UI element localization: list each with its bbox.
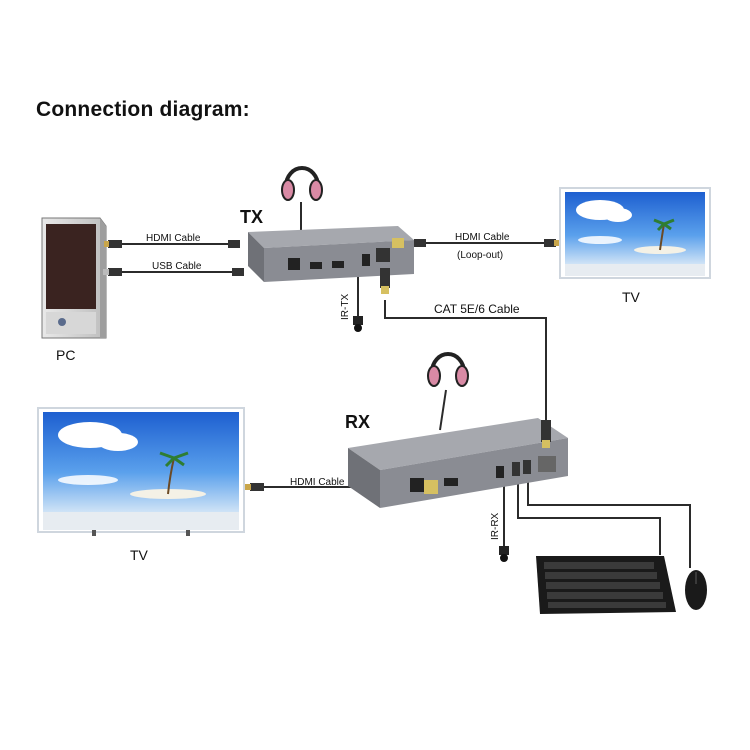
ir-rx-sensor xyxy=(499,546,509,562)
keyboard-usb-cable xyxy=(517,478,661,555)
pc-tower xyxy=(41,217,107,339)
tx-headphones-icon xyxy=(281,166,323,201)
cat-cable xyxy=(384,300,547,420)
tv-left xyxy=(37,407,245,536)
rx-label: RX xyxy=(345,412,370,432)
tx-extender xyxy=(248,226,414,282)
rx-extender xyxy=(348,418,568,508)
pc-hdmi-connector xyxy=(104,240,122,248)
cables xyxy=(118,202,691,568)
tv-left-label: TV xyxy=(130,547,149,563)
rx-headphones-icon xyxy=(427,352,469,387)
keyboard xyxy=(536,556,676,614)
hdmi-cable-label-rx: HDMI Cable xyxy=(290,477,345,488)
ir-tx-label: IR-TX xyxy=(340,294,351,320)
usb-cable-label-pc: USB Cable xyxy=(152,261,202,272)
pc-label: PC xyxy=(56,347,75,363)
loop-out-hdmi-connector xyxy=(414,239,559,247)
ir-tx-sensor xyxy=(353,316,363,332)
tv-right-label: TV xyxy=(622,289,641,305)
cat-cable-label: CAT 5E/6 Cable xyxy=(434,302,520,316)
tx-cat-plug xyxy=(380,268,390,294)
mouse-usb-cable xyxy=(527,478,691,568)
tx-label: TX xyxy=(240,207,263,227)
loop-out-label: (Loop-out) xyxy=(457,250,503,261)
rx-headphone-cable xyxy=(439,389,447,431)
ir-rx-label: IR-RX xyxy=(490,512,501,540)
rx-cat-plug xyxy=(541,420,551,448)
tx-usb-plug xyxy=(232,268,244,276)
mouse xyxy=(685,570,707,610)
page-title: Connection diagram: xyxy=(36,98,250,121)
pc-usb-connector xyxy=(103,268,122,276)
tv-left-hdmi-connector xyxy=(245,483,264,491)
tx-hdmi-plug xyxy=(228,240,240,248)
tv-right xyxy=(559,187,711,279)
hdmi-cable-label-loop: HDMI Cable xyxy=(455,232,510,243)
hdmi-cable-label-pc: HDMI Cable xyxy=(146,233,201,244)
